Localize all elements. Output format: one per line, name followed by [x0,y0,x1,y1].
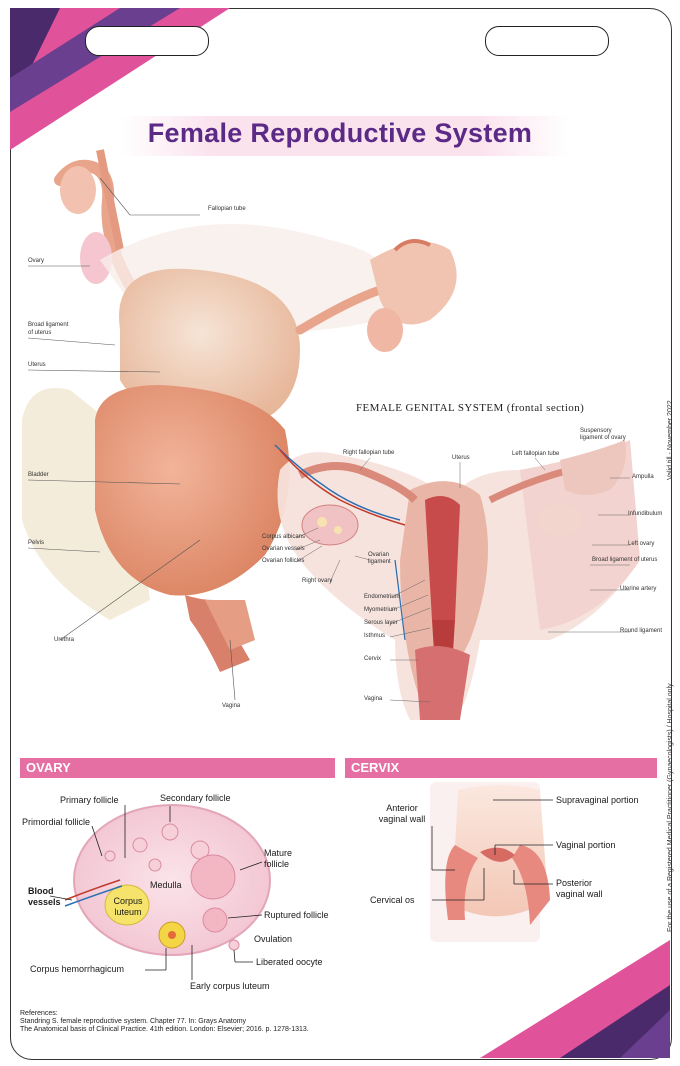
label-vagina-frontal: Vagina [364,696,382,703]
label-posterior-vaginal-wall: Posterior vaginal wall [556,878,616,900]
label-uterine-artery: Uterine artery [620,586,656,593]
label-left-ovary: Left ovary [628,541,654,548]
label-infundibulum: Infundibulum [628,511,662,518]
label-early-corpus-luteum: Early corpus luteum [190,981,270,992]
label-vagina: Vagina [222,703,240,710]
label-corpus-albicans: Corpus albicans [262,534,305,541]
label-urethra: Urethra [54,637,74,644]
references-heading: References: [20,1010,309,1018]
label-cervix-frontal: Cervix [364,656,381,663]
label-broad-ligament-2: of uterus [28,330,51,337]
label-endometrium: Endometrium [364,594,400,601]
label-round-ligament: Round ligament [620,628,662,635]
label-pelvis: Pelvis [28,540,44,547]
label-left-fallopian-tube: Left fallopian tube [512,451,559,458]
label-primary-follicle: Primary follicle [60,795,119,806]
hanger-slot-right [485,26,609,56]
label-primordial-follicle: Primordial follicle [22,817,90,828]
label-right-ovary: Right ovary [302,578,332,585]
label-fallopian-tube: Fallopian tube [208,206,246,213]
references: References: Standring S. female reproduc… [20,1010,309,1034]
references-line-1: Standring S. female reproductive system.… [20,1018,309,1026]
label-isthmus: Isthmus [364,633,385,640]
label-secondary-follicle: Secondary follicle [160,793,231,804]
label-mature-follicle: Mature follicle [264,848,304,870]
label-suspensory-ligament: Suspensory ligament of ovary [580,428,636,442]
label-ovulation: Ovulation [254,934,292,945]
references-line-2: The Anatomical basis of Clinical Practic… [20,1026,309,1034]
cervix-diagram [430,782,553,942]
label-serous-layer: Serous layer [364,620,398,627]
usage-note: For the use of a Registered Medical Prac… [667,683,674,932]
label-corpus-luteum: Corpus luteum [110,896,146,918]
label-broad-ligament-1: Broad ligament [28,322,68,329]
cervix-section-header: CERVIX [345,758,657,778]
label-bladder: Bladder [28,472,49,479]
frontal-section-heading: FEMALE GENITAL SYSTEM (frontal section) [356,402,584,414]
label-uterus: Uterus [28,362,46,369]
label-myometrium: Myometrium [364,607,397,614]
label-right-fallopian-tube: Right fallopian tube [343,450,394,457]
label-ovarian-ligament: Ovarian ligament [368,552,404,566]
label-blood-vessels: Blood vessels [28,886,64,908]
label-ruptured-follicle: Ruptured follicle [264,910,329,921]
hanger-slot-left [85,26,209,56]
label-ampulla: Ampulla [632,474,654,481]
label-anterior-vaginal-wall: Anterior vaginal wall [374,803,430,825]
label-broad-ligament-frontal: Broad ligament of uterus [592,557,657,564]
label-vaginal-portion: Vaginal portion [556,840,615,851]
label-uterus-frontal: Uterus [452,455,470,462]
ovary-section-header: OVARY [20,758,335,778]
page-title: Female Reproductive System [0,118,680,149]
label-supravaginal-portion: Supravaginal portion [556,795,639,806]
label-corpus-hemorrhagicum: Corpus hemorrhagicum [30,964,124,975]
label-ovary: Ovary [28,258,44,265]
corner-decoration-bottom-right [480,940,670,1058]
label-medulla: Medulla [150,880,182,891]
validity-note: Valid till - November 2022 [667,400,674,480]
label-cervical-os: Cervical os [370,895,415,906]
ovary-diagram [50,805,270,980]
label-ovarian-vessels: Ovarian vessels [262,546,305,553]
label-ovarian-follicles: Ovarian follicles [262,558,304,565]
label-liberated-oocyte: Liberated oocyte [256,957,323,968]
